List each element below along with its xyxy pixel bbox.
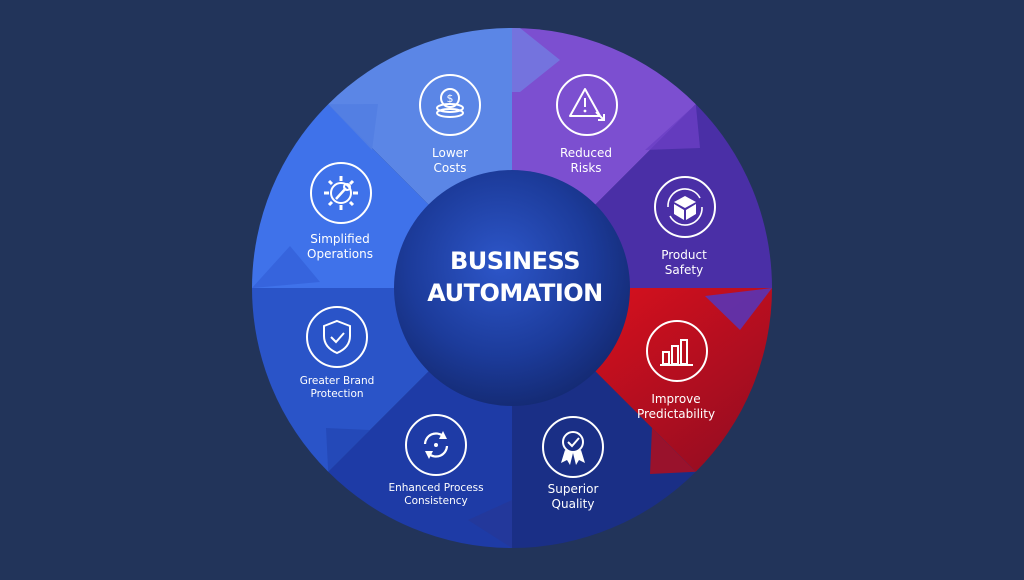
arrow-notch (645, 104, 700, 150)
arrow-notch (705, 288, 772, 330)
svg-text:$: $ (447, 92, 454, 105)
coins-icon: $ (419, 74, 481, 136)
label-product-safety: Product Safety (661, 248, 707, 277)
cycle-arrows-icon (405, 414, 467, 476)
label-simplified-operations: Simplified Operations (307, 232, 373, 261)
label-lower-costs: Lower Costs (432, 146, 468, 175)
center-title: BUSINESS AUTOMATION (397, 245, 633, 309)
label-superior-quality: Superior Quality (547, 482, 599, 511)
label-greater-brand: Greater Brand Protection (299, 375, 375, 400)
label-improve-predictability: Improve Predictability (636, 392, 716, 421)
award-badge-icon (542, 416, 604, 478)
center-title-line2: AUTOMATION (427, 279, 603, 307)
arrow-notch (650, 428, 696, 474)
center-hub (394, 170, 630, 406)
label-enhanced-process: Enhanced Process Consistency (388, 482, 484, 507)
arrow-notch (326, 428, 370, 472)
arrow-notch (252, 246, 320, 288)
arrow-notch (328, 104, 378, 150)
box-icon (654, 176, 716, 238)
center-title-line1: BUSINESS (450, 247, 580, 275)
arrow-notch (512, 28, 560, 92)
arrow-notch (468, 500, 512, 548)
gear-wrench-icon (310, 162, 372, 224)
warning-triangle-icon (556, 74, 618, 136)
label-reduced-risks: Reduced Risks (559, 146, 612, 175)
shield-check-icon (306, 306, 368, 368)
bar-chart-icon (646, 320, 708, 382)
